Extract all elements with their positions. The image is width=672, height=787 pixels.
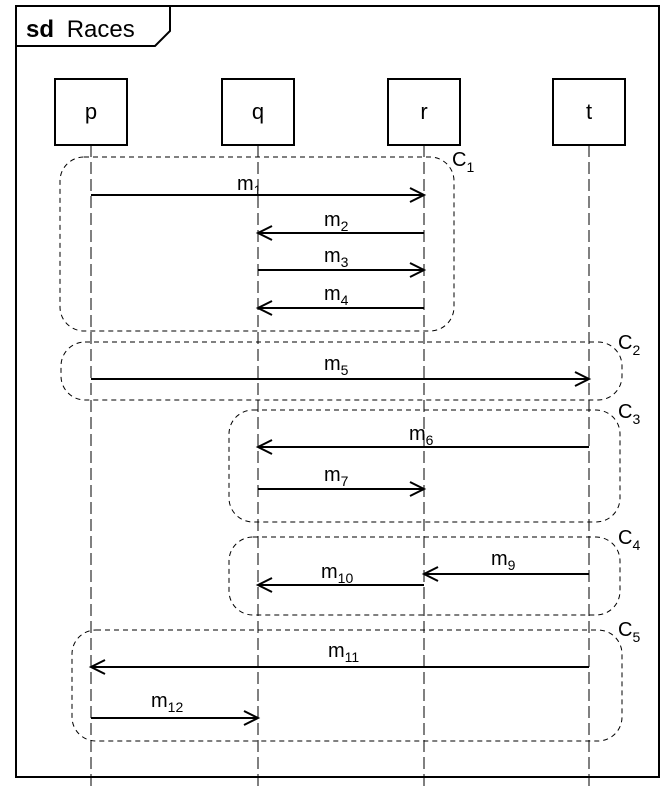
frame-keyword: sd	[26, 16, 54, 43]
message-m7[interactable]: m7	[258, 464, 427, 497]
message-m11-label: m11	[328, 640, 359, 665]
lifeline-r-label: r	[420, 99, 427, 124]
group-c2-label: C2	[618, 332, 640, 358]
message-m10[interactable]: m10	[255, 561, 424, 593]
group-c5-box	[71, 629, 623, 742]
group-c5-label: C5	[618, 619, 640, 645]
lifeline-t[interactable]: t	[552, 78, 626, 146]
arrowhead-left-icon	[255, 577, 273, 593]
frame-title: sd Races	[26, 16, 135, 43]
message-m1[interactable]: m1	[91, 173, 427, 203]
message-m3-label: m3	[324, 245, 349, 270]
arrowhead-left-icon	[88, 659, 106, 675]
arrowhead-right-icon	[574, 371, 592, 387]
group-c3-label: C3	[618, 401, 640, 427]
arrowhead-left-icon	[255, 439, 273, 455]
message-m3[interactable]: m3	[258, 245, 427, 278]
message-m2[interactable]: m2	[255, 209, 424, 241]
lifeline-q-label: q	[252, 99, 264, 124]
lifeline-t-box	[552, 78, 626, 146]
message-m10-label: m10	[321, 561, 353, 586]
group-c2[interactable]: C2	[60, 332, 640, 401]
lifeline-p-box	[54, 78, 128, 146]
message-m12-label: m12	[151, 690, 183, 715]
group-c3[interactable]: C3	[228, 401, 640, 523]
frame-name: Races	[67, 16, 135, 43]
lifeline-q-box	[221, 78, 295, 146]
lifeline-p[interactable]: p	[54, 78, 128, 146]
message-m4[interactable]: m4	[255, 283, 424, 316]
frame-border	[15, 5, 660, 778]
group-c1[interactable]: C1	[59, 149, 474, 332]
message-m1-label: m1	[237, 173, 262, 198]
message-m11[interactable]: m11	[88, 640, 589, 675]
arrowhead-right-icon	[243, 710, 261, 726]
message-m9[interactable]: m9	[421, 548, 589, 582]
group-c4-box	[228, 536, 621, 616]
lifeline-r-box	[387, 78, 461, 146]
group-c3-box	[228, 409, 621, 523]
arrowhead-left-icon	[421, 566, 439, 582]
group-c1-label: C1	[452, 149, 474, 175]
lifeline-p-label: p	[85, 99, 97, 124]
arrowhead-right-icon	[409, 481, 427, 497]
group-c4[interactable]: C4	[228, 527, 640, 616]
message-m6[interactable]: m6	[255, 423, 589, 455]
message-m4-label: m4	[324, 283, 349, 308]
group-c2-box	[60, 341, 623, 401]
lifeline-q[interactable]: q	[221, 78, 295, 146]
group-c5[interactable]: C5	[71, 619, 640, 742]
lifeline-t-label: t	[586, 99, 592, 124]
message-m6-label: m6	[409, 423, 434, 448]
message-m5[interactable]: m5	[91, 353, 592, 387]
arrowhead-left-icon	[255, 300, 273, 316]
message-m5-label: m5	[324, 353, 349, 378]
message-m12[interactable]: m12	[91, 690, 261, 726]
group-c1-box	[59, 156, 455, 332]
message-m9-label: m9	[491, 548, 516, 573]
arrowhead-right-icon	[409, 187, 427, 203]
lifeline-r[interactable]: r	[387, 78, 461, 146]
frame-name-tab	[16, 6, 171, 47]
message-m2-label: m2	[324, 209, 349, 234]
group-c4-label: C4	[618, 527, 640, 553]
arrowhead-left-icon	[255, 225, 273, 241]
message-m7-label: m7	[324, 464, 349, 489]
arrowhead-right-icon	[409, 262, 427, 278]
